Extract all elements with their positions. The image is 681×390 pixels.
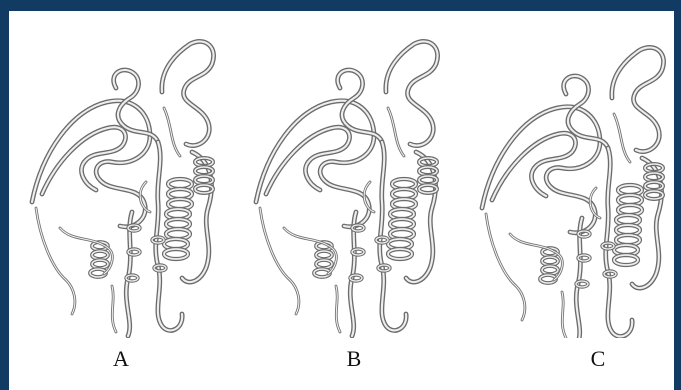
panel-label-a: A bbox=[109, 347, 133, 371]
protein-ribbon-a bbox=[12, 32, 232, 338]
panel-label-c: C bbox=[586, 347, 610, 371]
protein-ribbon-b bbox=[236, 32, 456, 338]
protein-structure-b bbox=[236, 32, 456, 338]
protein-structure-c bbox=[462, 32, 681, 338]
protein-structure-a bbox=[12, 32, 232, 338]
panel-label-b: B bbox=[342, 347, 366, 371]
protein-ribbon-c bbox=[462, 32, 681, 338]
